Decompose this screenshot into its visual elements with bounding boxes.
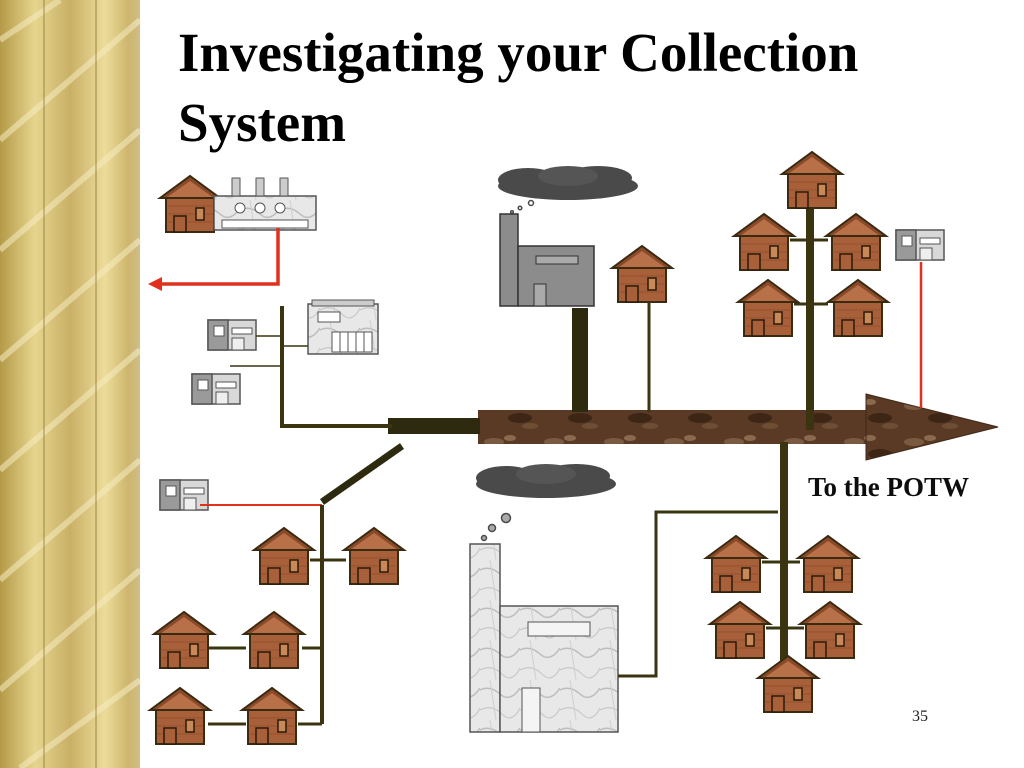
- commercial-building-icon: [307, 299, 379, 355]
- decorative-side-border: [0, 0, 168, 768]
- small-business-icon: [213, 177, 317, 231]
- small-business-icon: [191, 373, 241, 405]
- house-icon: [611, 245, 673, 303]
- main-trunk-sewer: [478, 393, 999, 461]
- title-line-1: Investigating your Collection: [178, 22, 859, 83]
- house-icon: [733, 213, 795, 271]
- house-icon: [241, 687, 303, 745]
- smoke-puff: [509, 199, 535, 215]
- house-icon: [159, 175, 221, 233]
- house-icon: [149, 687, 211, 745]
- branch-sewer-pipe: [319, 443, 405, 505]
- lateral-pipe: [762, 442, 804, 662]
- small-business-icon: [895, 229, 945, 261]
- slide-page-number: 35: [912, 708, 928, 725]
- factory-icon: [499, 213, 595, 307]
- house-icon: [797, 535, 859, 593]
- house-icon: [253, 527, 315, 585]
- house-icon: [343, 527, 405, 585]
- house-icon: [243, 611, 305, 669]
- lateral-pipe: [208, 505, 346, 726]
- illicit-discharge-line: [158, 228, 280, 286]
- lateral-pipe: [230, 306, 392, 428]
- lateral-pipe: [790, 206, 828, 430]
- smoke-cloud-icon: [498, 166, 638, 200]
- house-icon: [709, 601, 771, 659]
- smoke-puff: [480, 512, 512, 542]
- house-icon: [757, 655, 819, 713]
- flow-arrow-icon: [148, 277, 162, 291]
- house-icon: [781, 151, 843, 209]
- slide-title: Investigating your Collection System: [178, 18, 998, 158]
- house-icon: [705, 535, 767, 593]
- small-business-icon: [207, 319, 257, 351]
- industrial-lateral-pipe: [572, 308, 588, 412]
- title-line-2: System: [178, 92, 347, 153]
- pipe-connector: [388, 418, 480, 434]
- industrial-lateral-pipe: [618, 510, 778, 678]
- house-icon: [737, 279, 799, 337]
- factory-icon: [469, 543, 619, 733]
- smoke-cloud-icon: [476, 464, 616, 498]
- house-icon: [827, 279, 889, 337]
- potw-destination-label: To the POTW: [808, 472, 970, 502]
- house-icon: [825, 213, 887, 271]
- house-icon: [153, 611, 215, 669]
- house-icon: [799, 601, 861, 659]
